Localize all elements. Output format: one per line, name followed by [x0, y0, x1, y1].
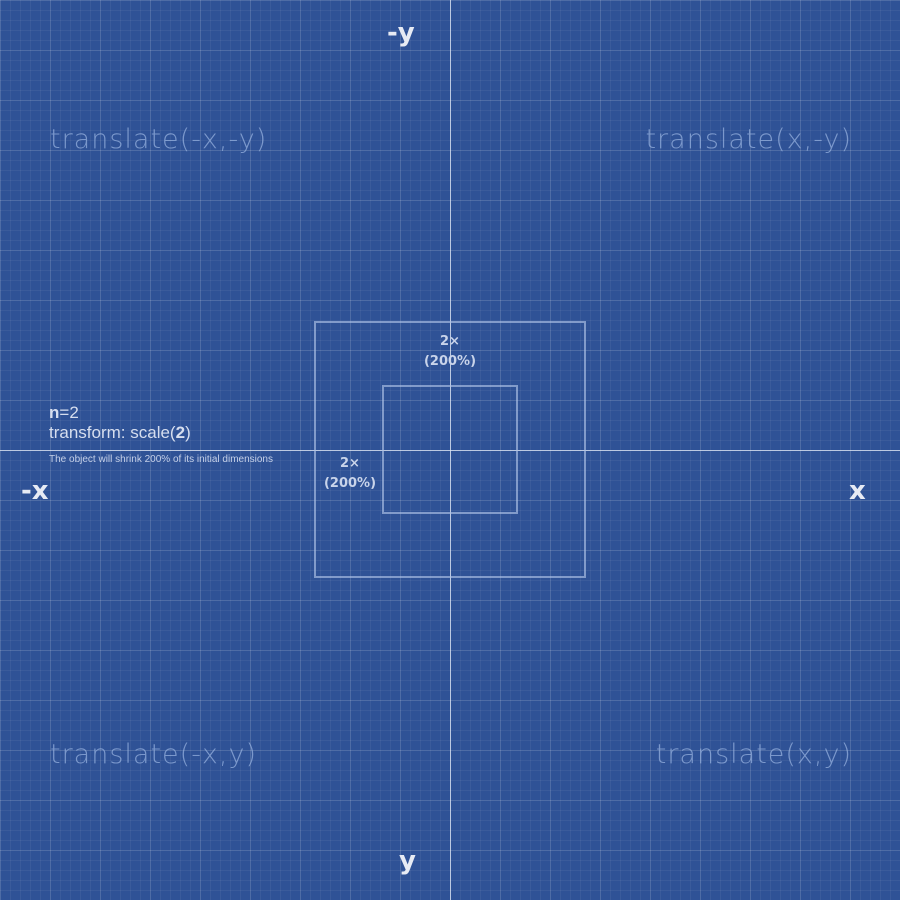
dimension-width-factor: 2×	[440, 334, 460, 349]
dimension-label-height: 2× (200%)	[320, 454, 380, 493]
axis-label-pos-y: y	[399, 846, 416, 876]
transform-code-label: transform: scale(2)	[49, 423, 191, 443]
transform-value: 2	[175, 423, 186, 442]
transform-suffix: )	[185, 423, 191, 442]
dimension-label-width: 2× (200%)	[420, 332, 480, 371]
dimension-width-percent: (200%)	[423, 353, 477, 369]
scaled-box-outline	[314, 321, 586, 578]
description-note: The object will shrink 200% of its initi…	[49, 454, 273, 465]
quadrant-label-top-left: translate(-x,-y)	[50, 124, 268, 155]
axis-label-pos-x: x	[849, 476, 866, 506]
transform-prefix: transform: scale(	[49, 423, 176, 442]
quadrant-label-top-right: translate(x,-y)	[645, 124, 852, 155]
quadrant-label-bottom-left: translate(-x,y)	[50, 739, 258, 770]
original-box-outline	[382, 385, 518, 514]
quadrant-label-bottom-right: translate(x,y)	[655, 739, 852, 770]
n-value-label: n=2	[49, 403, 79, 423]
axis-label-neg-y: -y	[387, 18, 415, 48]
dimension-height-factor: 2×	[340, 456, 360, 471]
y-axis-line	[450, 0, 451, 900]
dimension-height-percent: (200%)	[323, 475, 377, 491]
n-label: n	[49, 403, 60, 422]
n-value: =2	[59, 403, 79, 422]
axis-label-neg-x: -x	[21, 476, 49, 506]
